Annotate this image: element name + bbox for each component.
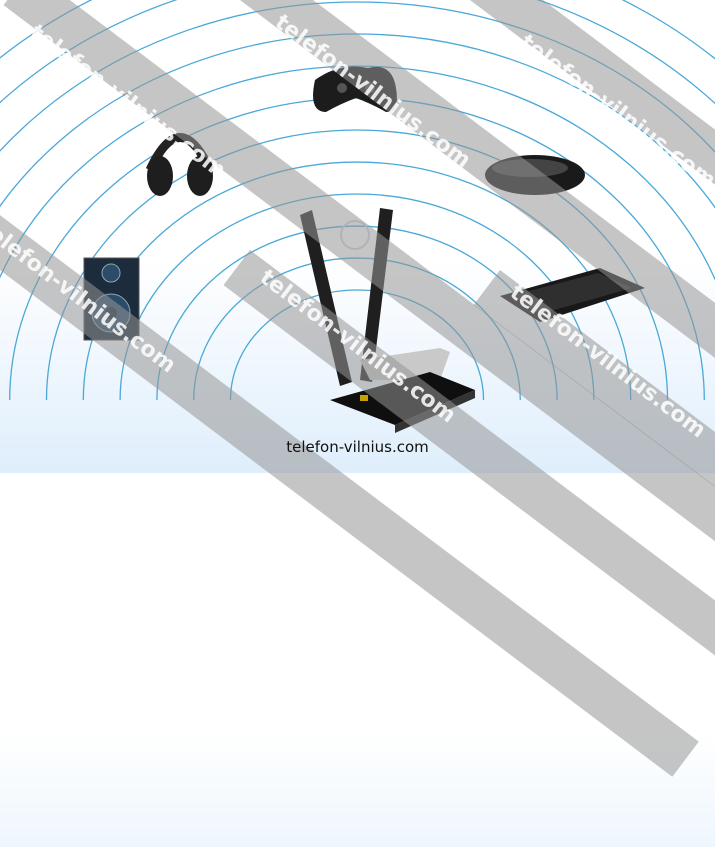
wifi-arc	[0, 1, 715, 154]
caption: telefon-vilnius.com	[286, 438, 429, 456]
